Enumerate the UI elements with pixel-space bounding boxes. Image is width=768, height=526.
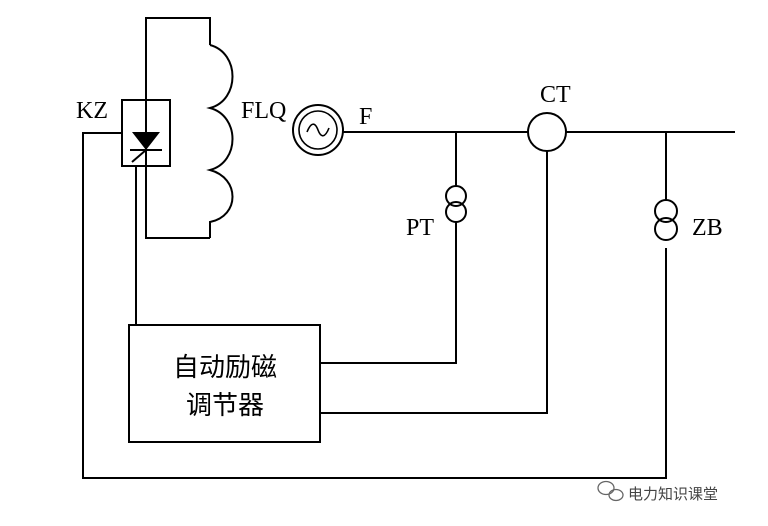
transformer-zb [654,132,678,241]
thyristor-kz [82,99,667,479]
label-ct: CT [540,82,571,108]
watermark-text: 电力知识课堂 [628,485,718,503]
generator-circle [292,104,344,156]
label-kz: KZ [76,98,108,124]
regulator-box [128,324,321,443]
regulator-line2: 调节器 [186,391,264,421]
label-pt: PT [406,215,434,241]
zb-upper-coil [654,199,678,223]
generator-f [292,104,344,156]
pt-wire [320,222,457,364]
current-transformer-ct [320,112,567,414]
thyristor-symbol [132,132,160,150]
ct-circle [527,112,567,152]
excitation-regulator: 自动励磁 调节器 [128,324,321,443]
pt-upper-coil [445,185,467,207]
exciter-coil [206,44,234,238]
label-f: F [359,104,372,130]
kz-feedback-wire [82,132,667,479]
label-zb: ZB [692,215,723,241]
exciter-winding [145,17,234,239]
exciter-loop-wire [145,17,211,239]
regulator-line1: 自动励磁 [173,353,277,383]
label-flq: FLQ [241,98,286,124]
watermark: 电力知识课堂 [597,480,718,503]
potential-transformer-pt [320,132,467,364]
ct-wire [320,151,548,414]
wechat-icon [597,480,624,502]
zb-lower-coil [654,217,678,241]
